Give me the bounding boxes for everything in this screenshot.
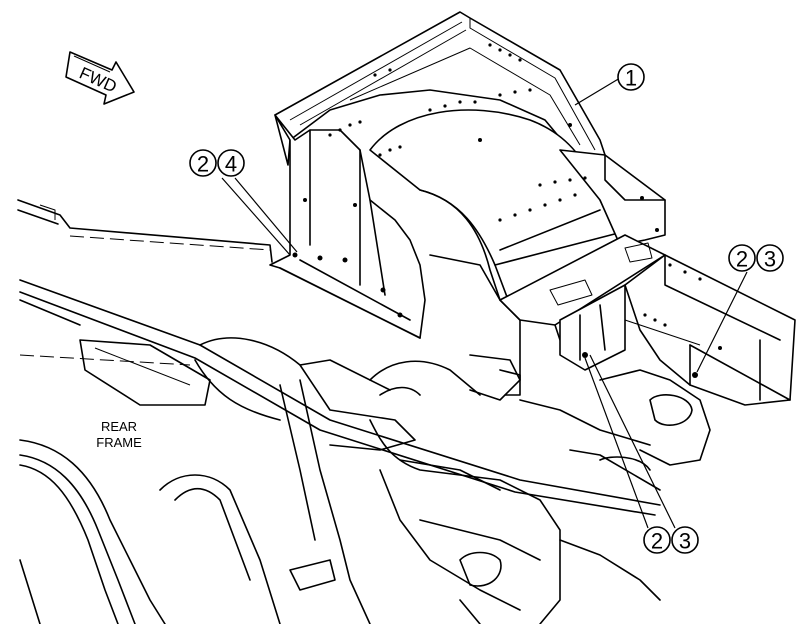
fender-assembly bbox=[269, 11, 796, 406]
callout-3-bottom-number: 3 bbox=[679, 529, 691, 554]
rear-frame-label-line1: REAR bbox=[100, 419, 138, 434]
callout-3-right: 3 bbox=[756, 244, 784, 272]
forward-arrow-icon: FWD bbox=[65, 51, 135, 105]
callout-2-left: 2 bbox=[189, 149, 217, 177]
callout-2-right: 2 bbox=[728, 244, 756, 272]
fastener-holes bbox=[292, 43, 722, 378]
callout-3-right-number: 3 bbox=[764, 247, 776, 272]
callout-2-right-number: 2 bbox=[736, 247, 748, 272]
callout-4: 4 bbox=[217, 149, 245, 177]
rear-frame-label: REAR FRAME bbox=[82, 419, 156, 451]
callout-1: 1 bbox=[617, 63, 645, 91]
callout-4-number: 4 bbox=[225, 152, 237, 177]
callout-1-number: 1 bbox=[625, 66, 637, 91]
callout-2-left-number: 2 bbox=[197, 152, 209, 177]
callout-3-bottom: 3 bbox=[671, 526, 699, 554]
leader-lines bbox=[221, 77, 748, 529]
rear-frame bbox=[17, 199, 711, 624]
callout-2-bottom: 2 bbox=[643, 526, 671, 554]
callout-2-bottom-number: 2 bbox=[651, 529, 663, 554]
rear-frame-label-line2: FRAME bbox=[96, 435, 142, 450]
